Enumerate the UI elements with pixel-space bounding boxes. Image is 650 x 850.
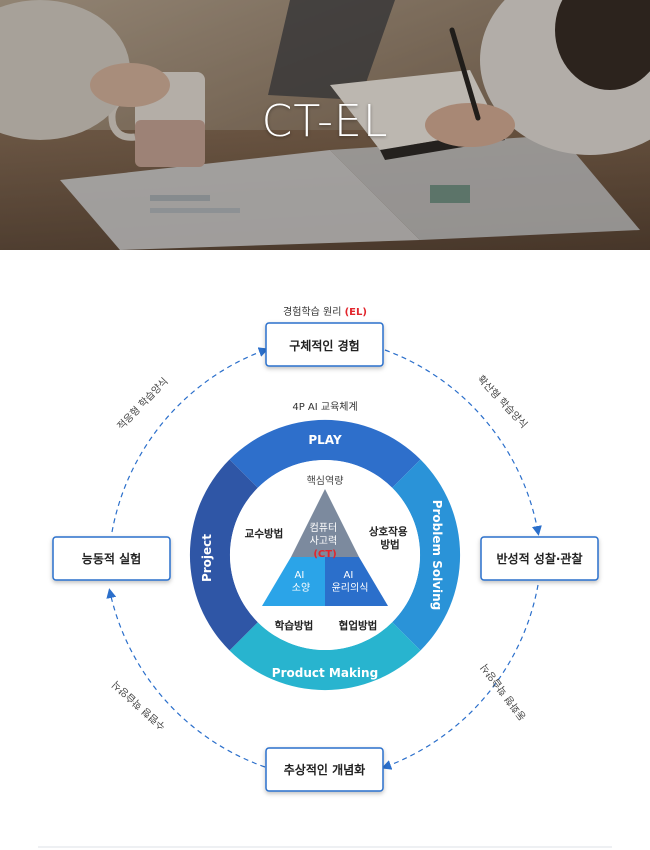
4p-system-label: 4P AI 교육체계 bbox=[292, 401, 357, 413]
ct-line2: 사고력 bbox=[310, 535, 338, 547]
teaching-method-label: 교수방법 bbox=[245, 527, 284, 540]
ring-segment-project bbox=[189, 459, 258, 651]
box-reflective-observation-label: 반성적 성찰·관찰 bbox=[496, 551, 582, 566]
ct-line1: 컴퓨터 bbox=[310, 522, 338, 534]
ring-label-play: PLAY bbox=[308, 433, 342, 447]
ring-label-product-making: Product Making bbox=[272, 666, 378, 680]
cycle-arrows bbox=[106, 347, 542, 770]
ring-segment-problem-solving bbox=[392, 459, 461, 651]
core-triangle bbox=[262, 489, 388, 606]
triangle-ct-label: 컴퓨터 사고력 (CT) bbox=[310, 522, 341, 560]
core-competency-label: 핵심역량 bbox=[307, 475, 344, 487]
section-divider bbox=[38, 846, 612, 848]
hero-title: CT-EL bbox=[261, 96, 389, 147]
el-highlight: (EL) bbox=[345, 307, 367, 318]
arc-label-bottom-right: 동화형 학습양식 bbox=[478, 661, 528, 722]
interaction-line1: 상호작용 bbox=[369, 525, 408, 538]
arc-bottom-left bbox=[106, 588, 266, 768]
ai-ethics-line2: 윤리의식 bbox=[332, 582, 369, 594]
ring-label-problem-solving: Problem Solving bbox=[430, 500, 444, 611]
box-abstract-conceptualization-label: 추상적인 개념화 bbox=[284, 762, 365, 777]
ai-literacy-line1: AI bbox=[295, 570, 305, 581]
ct-line3: (CT) bbox=[313, 549, 336, 560]
ring-segment-product-making bbox=[229, 622, 421, 691]
hero-background-photo bbox=[0, 0, 650, 250]
box-concrete-experience[interactable]: 구체적인 경험 bbox=[265, 322, 384, 367]
ring-segment-play bbox=[229, 419, 421, 488]
learning-method-label: 학습방법 bbox=[275, 619, 314, 632]
box-active-experimentation[interactable]: 능동적 실험 bbox=[52, 536, 171, 581]
triangle-ai-literacy-label: AI 소양 bbox=[292, 570, 310, 594]
box-concrete-experience-label: 구체적인 경험 bbox=[289, 338, 359, 353]
collab-method-label: 협업방법 bbox=[339, 619, 378, 632]
ai-ethics-line1: AI bbox=[344, 570, 354, 581]
el-principle-caption: 경험학습 원리 (EL) bbox=[283, 305, 367, 318]
triangle-ct bbox=[291, 489, 359, 557]
arc-label-top-right: 확산형 학습양식 bbox=[475, 373, 530, 431]
ct-el-diagram: 확산형 학습양식 동화형 학습양식 수렴형 학습양식 적응형 학습양식 경험학습… bbox=[52, 305, 599, 792]
box-abstract-conceptualization[interactable]: 추상적인 개념화 bbox=[265, 747, 384, 792]
hero-banner: CT-EL bbox=[0, 0, 650, 250]
box-active-experimentation-label: 능동적 실험 bbox=[82, 551, 141, 566]
ai-literacy-line2: 소양 bbox=[292, 582, 310, 594]
triangle-ai-ethics bbox=[325, 557, 388, 606]
ring-label-project: Project bbox=[200, 534, 214, 582]
box-reflective-observation[interactable]: 반성적 성찰·관찰 bbox=[480, 536, 599, 581]
triangle-ai-literacy bbox=[262, 557, 325, 606]
triangle-ai-ethics-label: AI 윤리의식 bbox=[332, 570, 369, 594]
interaction-line2: 방법 bbox=[380, 538, 399, 551]
el-principle-label: 경험학습 원리 bbox=[283, 305, 345, 318]
interaction-method-label: 상호작용 방법 bbox=[369, 525, 411, 551]
arc-label-bottom-left: 수렴형 학습양식 bbox=[109, 678, 168, 733]
